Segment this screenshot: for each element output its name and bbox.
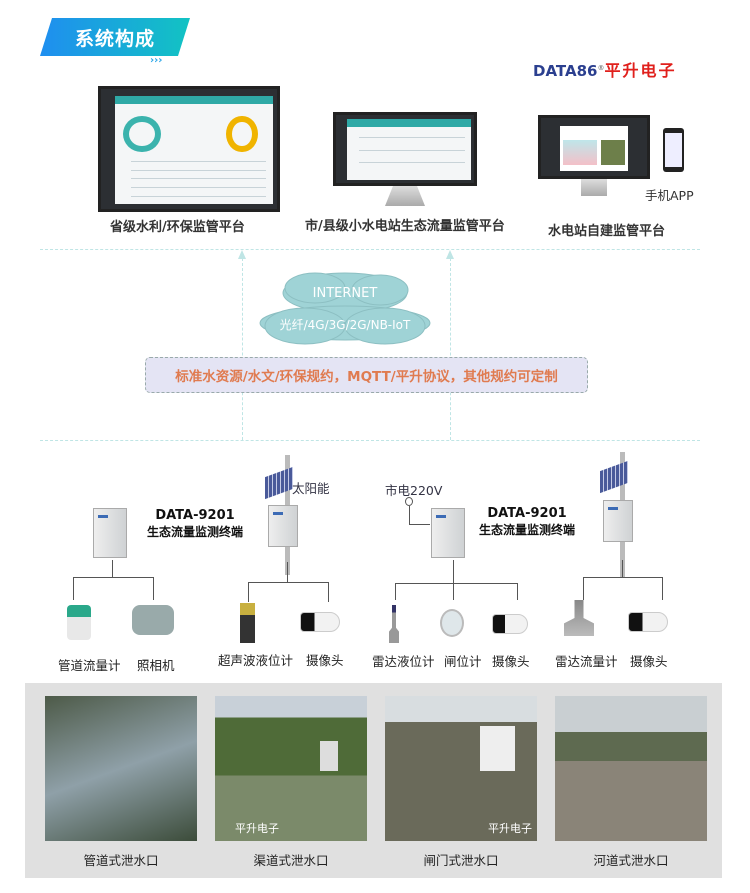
outlet-caption: 闸门式泄水口: [423, 853, 499, 868]
platform-label: 省级水利/环保监管平台: [110, 220, 245, 235]
network-title: INTERNET: [312, 286, 378, 301]
terminal-cabinet: [603, 500, 633, 542]
device-label: 雷达液位计: [372, 654, 435, 669]
device-label: 管道流量计: [58, 658, 121, 673]
radar-level-icon: [389, 605, 399, 643]
channel-outlet-photo: 平升电子: [215, 696, 367, 841]
photo-watermark: 平升电子: [488, 822, 532, 835]
mobile-app-label: 手机APP: [645, 188, 694, 203]
camera-icon: [300, 612, 340, 632]
device-label: 照相机: [137, 658, 175, 673]
device-label: 摄像头: [630, 654, 668, 669]
section-title-badge: 系统构成: [40, 18, 190, 56]
terminal-name: 生态流量监测终端: [146, 525, 243, 539]
terminal-model: DATA-9201: [155, 508, 235, 523]
network-subtitle: 光纤/4G/3G/2G/NB-IoT: [279, 318, 411, 332]
camera-icon: [132, 605, 174, 635]
station-platform-monitor: [538, 115, 650, 179]
arrow-up-icon: [238, 250, 246, 259]
terminal-cabinet: [268, 505, 298, 547]
brand-logo: DATA86®平升电子: [533, 57, 676, 81]
uplink-line: [450, 258, 451, 440]
radar-flowmeter-icon: [564, 600, 594, 636]
outlet-caption: 管道式泄水口: [83, 853, 159, 868]
terminal-cabinet: [93, 508, 127, 558]
plug-icon: [405, 497, 413, 506]
provincial-platform-screenshot: [98, 86, 280, 212]
uplink-line: [242, 258, 243, 440]
pipe-flowmeter-icon: [67, 605, 91, 640]
device-label: 超声波液位计: [218, 653, 294, 668]
gate-meter-icon: [440, 609, 464, 637]
protocol-banner: 标准水资源/水文/环保规约，MQTT/平升协议，其他规约可定制: [145, 357, 588, 393]
chevrons-icon: ›››: [150, 55, 163, 66]
platform-label: 市/县级小水电站生态流量监管平台: [305, 219, 505, 234]
camera-icon: [492, 614, 528, 634]
monitor-stand: [385, 186, 425, 206]
device-label: 雷达流量计: [555, 654, 618, 669]
mobile-phone-image: [663, 128, 684, 172]
solar-label: 太阳能: [292, 481, 330, 496]
terminal-model: DATA-9201: [487, 506, 567, 521]
terminal-name: 生态流量监测终端: [478, 523, 575, 537]
arrow-up-icon: [446, 250, 454, 259]
monitor-stand: [581, 179, 607, 196]
terminal-cabinet: [431, 508, 465, 558]
city-platform-monitor: [333, 112, 477, 186]
mains-power-label: 市电220V: [385, 483, 443, 498]
photo-watermark: 平升电子: [235, 822, 279, 835]
logo-cn: 平升电子: [604, 61, 677, 80]
divider: [40, 440, 700, 441]
ultrasonic-level-icon: [240, 603, 255, 643]
platform-label: 水电站自建监管平台: [548, 224, 666, 239]
divider: [40, 249, 700, 250]
pipe-outlet-photo: [45, 696, 197, 841]
device-label: 闸位计: [444, 654, 482, 669]
camera-icon: [628, 612, 668, 632]
logo-reg: ®: [597, 64, 605, 72]
logo-en: DATA86: [533, 62, 598, 80]
terminal-label-2: DATA-9201 生态流量监测终端: [472, 505, 582, 538]
cloud-icon: [259, 272, 431, 345]
outlet-caption: 渠道式泄水口: [253, 853, 329, 868]
gate-outlet-photo: 平升电子: [385, 696, 537, 841]
device-label: 摄像头: [306, 653, 344, 668]
outlet-caption: 河道式泄水口: [593, 853, 669, 868]
terminal-label-1: DATA-9201 生态流量监测终端: [140, 507, 250, 540]
river-outlet-photo: [555, 696, 707, 841]
device-label: 摄像头: [492, 654, 530, 669]
